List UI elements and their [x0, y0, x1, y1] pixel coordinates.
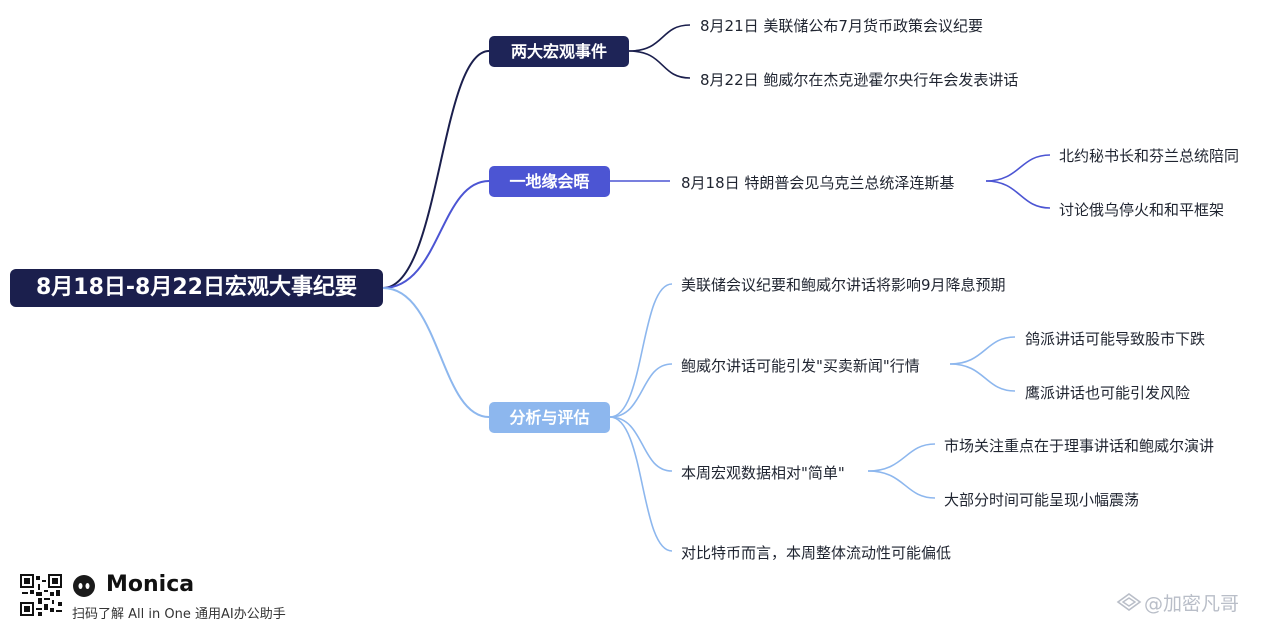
connector-b3-c2-g2 [949, 363, 1016, 392]
leaf-range-bound[interactable]: 大部分时间可能呈现小幅震荡 [944, 491, 1140, 509]
connector-root-b3 [382, 287, 490, 418]
connector-b3-c3 [609, 416, 673, 472]
watermark-text: @加密凡哥 [1144, 593, 1240, 615]
leaf-hawkish-risk[interactable]: 鹰派讲话也可能引发风险 [1025, 384, 1191, 402]
connector-b3-c1 [609, 283, 673, 418]
connector-b3-c3-g2 [867, 470, 936, 499]
leaf-dovish-risk[interactable]: 鸽派讲话可能导致股市下跌 [1025, 330, 1206, 348]
leaf-market-focus[interactable]: 市场关注重点在于理事讲话和鲍威尔演讲 [944, 437, 1215, 455]
leaf-low-liquidity[interactable]: 对比特币而言，本周整体流动性可能偏低 [681, 544, 952, 562]
brand-tagline: 扫码了解 All in One 通用AI办公助手 [72, 607, 286, 622]
connector-b3-c3-g1 [867, 443, 936, 472]
root-node[interactable]: 8月18日-8月22日宏观大事纪要 [10, 269, 383, 307]
branch-geopolitics[interactable]: 一地缘会晤 [489, 166, 610, 197]
leaf-sell-the-news[interactable]: 鲍威尔讲话可能引发"买卖新闻"行情 [681, 357, 920, 375]
branch-analysis[interactable]: 分析与评估 [489, 402, 610, 433]
leaf-rate-cut-expectation[interactable]: 美联储会议纪要和鲍威尔讲话将影响9月降息预期 [681, 276, 1006, 294]
connector-root-b1 [382, 50, 490, 289]
weibo-diamond-icon [1116, 593, 1142, 611]
connector-b2-g2 [985, 180, 1051, 209]
brand-name: Monica [106, 572, 195, 597]
leaf-powell-jackson-hole[interactable]: 8月22日 鲍威尔在杰克逊霍尔央行年会发表讲话 [700, 71, 1019, 89]
leaf-simple-macro-data[interactable]: 本周宏观数据相对"简单" [681, 464, 845, 482]
monica-footer: Monica 扫码了解 All in One 通用AI办公助手 [20, 572, 350, 622]
branch-macro-events[interactable]: 两大宏观事件 [489, 36, 629, 67]
connector-b1-c2 [628, 50, 691, 79]
qr-code-icon[interactable] [20, 574, 62, 616]
leaf-nato-finland[interactable]: 北约秘书长和芬兰总统陪同 [1059, 147, 1240, 165]
connector-root-b2 [382, 180, 490, 289]
leaf-ceasefire-framework[interactable]: 讨论俄乌停火和和平框架 [1059, 201, 1225, 219]
connector-b3-c2-g1 [949, 336, 1016, 365]
connector-b1-c1 [628, 24, 691, 52]
leaf-fomc-minutes[interactable]: 8月21日 美联储公布7月货币政策会议纪要 [700, 17, 983, 35]
connector-b3-c2 [609, 363, 673, 418]
connector-b3-c4 [609, 416, 673, 552]
connector-b2-g1 [985, 154, 1051, 182]
monica-logo-icon [73, 575, 95, 597]
leaf-trump-zelensky[interactable]: 8月18日 特朗普会见乌克兰总统泽连斯基 [681, 174, 955, 192]
